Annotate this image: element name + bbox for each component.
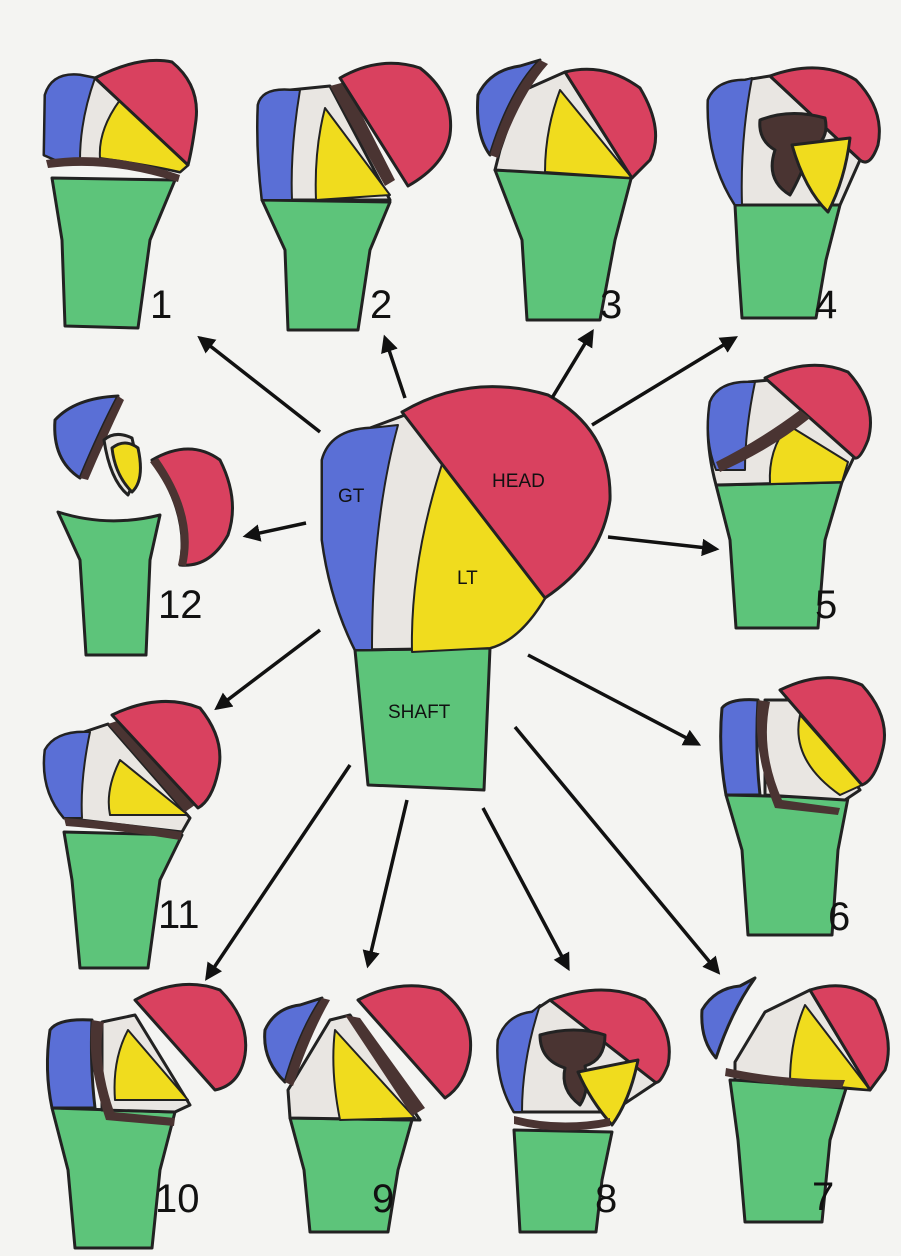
- variant-6: 6: [721, 678, 885, 939]
- label-lt: LT: [457, 568, 478, 589]
- variant-12: 12: [55, 396, 233, 655]
- variant-number: 7: [812, 1175, 834, 1219]
- arrow-to-3: [552, 332, 592, 398]
- arrow-to-6: [528, 655, 698, 744]
- arrow-to-1: [200, 338, 320, 432]
- variant-7: 7: [702, 978, 889, 1222]
- variant-11: 11: [44, 701, 220, 968]
- variant-number: 2: [370, 283, 392, 327]
- arrow-to-12: [246, 523, 306, 536]
- variant-number: 12: [158, 583, 203, 627]
- variant-8: 8: [498, 990, 670, 1232]
- arrow-to-5: [608, 537, 716, 549]
- variant-number: 1: [150, 283, 172, 327]
- variant-9: 9: [265, 986, 471, 1232]
- arrow-to-8: [483, 808, 568, 968]
- variant-number: 11: [158, 893, 200, 937]
- variant-10: 10: [47, 984, 245, 1248]
- variant-number: 8: [595, 1177, 617, 1221]
- central-humerus: GT HEAD LT SHAFT: [322, 387, 610, 790]
- arrow-to-10: [207, 765, 350, 978]
- arrow-to-11: [217, 630, 320, 708]
- variant-1: 1: [44, 60, 197, 328]
- variant-number: 4: [815, 283, 837, 327]
- label-shaft: SHAFT: [388, 702, 451, 723]
- label-head: HEAD: [492, 471, 545, 492]
- variant-number: 10: [155, 1177, 200, 1221]
- arrow-to-2: [385, 338, 405, 398]
- variant-number: 3: [600, 283, 622, 327]
- variant-number: 5: [815, 583, 837, 627]
- variant-4: 4: [708, 68, 879, 327]
- arrow-to-7: [515, 727, 718, 972]
- variant-number: 6: [828, 895, 850, 939]
- arrow-to-9: [368, 800, 407, 965]
- variant-2: 2: [258, 63, 451, 330]
- variant-3: 3: [478, 60, 656, 327]
- variant-number: 9: [372, 1177, 394, 1221]
- label-gt: GT: [338, 486, 365, 507]
- variant-5: 5: [708, 365, 871, 628]
